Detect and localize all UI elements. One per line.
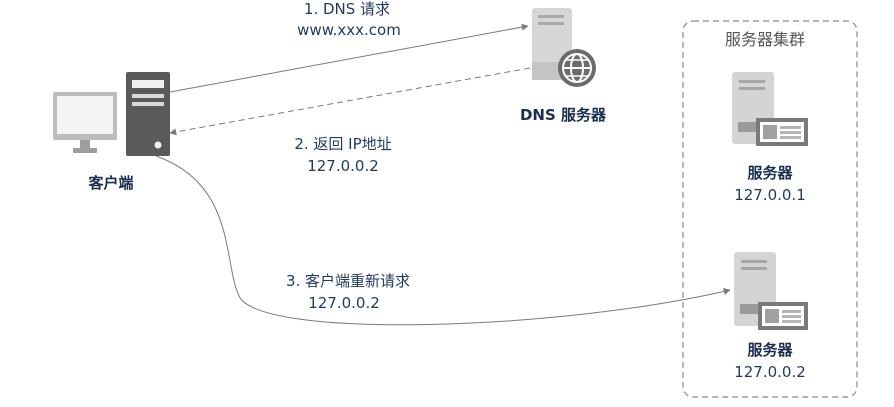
- server-2-ip: 127.0.0.2: [734, 363, 806, 381]
- step-2-ip: 127.0.0.2: [307, 157, 379, 175]
- tower-icon: [126, 72, 170, 156]
- dns-server-icon: [532, 8, 596, 87]
- server-1-ip: 127.0.0.1: [734, 186, 806, 204]
- server-1-icon: [732, 72, 808, 146]
- cluster-title: 服务器集群: [724, 30, 805, 49]
- server-1-name: 服务器: [747, 164, 793, 182]
- dns-response-arrow: [169, 67, 531, 136]
- dns-request-arrow: [169, 23, 529, 93]
- step-1-title: 1. DNS 请求: [303, 0, 391, 18]
- step-3-title: 3. 客户端重新请求: [285, 272, 411, 290]
- re-request-arrow: [155, 155, 731, 326]
- server-2-icon: [734, 252, 808, 330]
- dns-server-label: DNS 服务器: [519, 106, 607, 124]
- step-1-domain: www.xxx.com: [297, 21, 401, 39]
- step-2-title: 2. 返回 IP地址: [294, 135, 392, 153]
- monitor-icon: [53, 92, 117, 153]
- step-3-ip: 127.0.0.2: [308, 294, 380, 312]
- client-label: 客户端: [88, 174, 134, 192]
- server-2-name: 服务器: [747, 341, 793, 359]
